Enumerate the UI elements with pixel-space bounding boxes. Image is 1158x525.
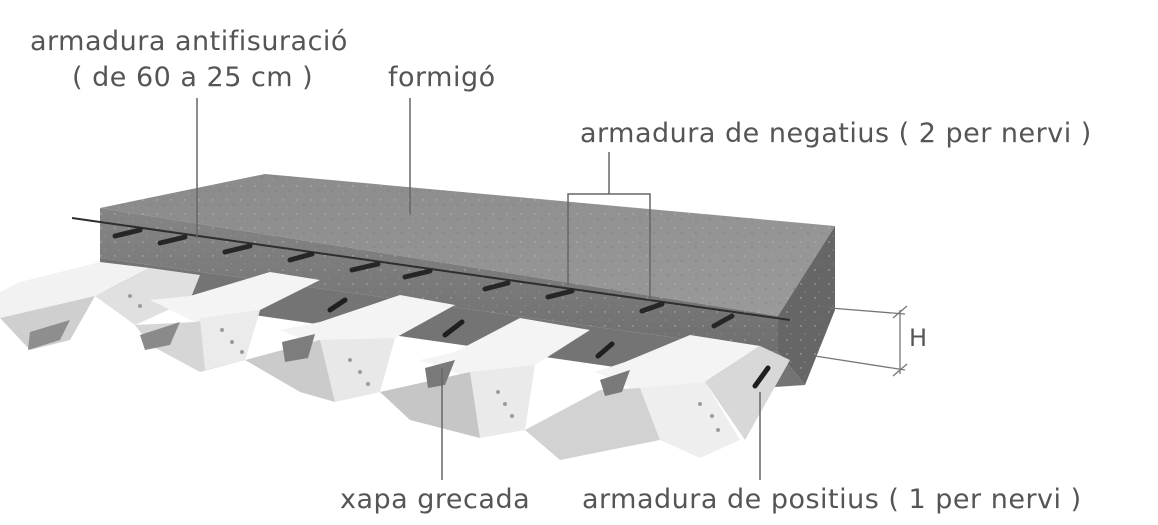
label-antifisuracio: armadura antifisuració	[30, 26, 348, 57]
negative-rebars	[112, 227, 735, 329]
deck-rib-4-slope	[380, 372, 480, 438]
label-height-h: H	[909, 324, 928, 352]
height-dimension	[814, 305, 908, 377]
slab-side-texture	[778, 226, 835, 385]
deck-rib-2-top	[150, 272, 320, 322]
deck-rib-3-shade	[282, 334, 315, 362]
deck-rib-5-face	[640, 382, 740, 458]
label-formigo: formigó	[388, 62, 496, 93]
slab-top-texture	[100, 174, 835, 316]
deck-embossing	[128, 294, 720, 432]
steel-deck	[0, 262, 790, 460]
deck-rib-3-top	[280, 295, 455, 350]
positive-rebars	[327, 297, 771, 389]
deck-valley-1	[95, 268, 200, 325]
concrete-slab	[100, 174, 835, 388]
slab-front-texture	[100, 208, 778, 352]
deck-rib-5-top	[595, 335, 760, 392]
deck-rib-4-shade	[425, 360, 455, 388]
deck-rib-1-slope	[0, 296, 95, 350]
deck-rib-4-face	[470, 365, 535, 438]
deck-rib-5-slope	[525, 388, 660, 460]
leader-lines	[196, 98, 761, 480]
deck-rib-4-top	[420, 318, 590, 378]
label-positius: armadura de positius ( 1 per nervi )	[582, 484, 1082, 515]
deck-rib-2-shade	[140, 322, 180, 350]
deck-rib-3-face	[320, 338, 395, 402]
deck-rib-5-shade	[600, 370, 630, 396]
deck-rib-3-slope	[245, 340, 335, 402]
deck-rib-1-top	[0, 262, 150, 318]
label-xapa-grecada: xapa grecada	[340, 484, 531, 515]
label-negatius: armadura de negatius ( 2 per nervi )	[580, 118, 1092, 149]
deck-rib-1-shade	[28, 320, 70, 350]
label-antifisuracio-spacing: ( de 60 a 25 cm )	[72, 62, 314, 93]
deck-rib-2-face	[200, 310, 260, 370]
